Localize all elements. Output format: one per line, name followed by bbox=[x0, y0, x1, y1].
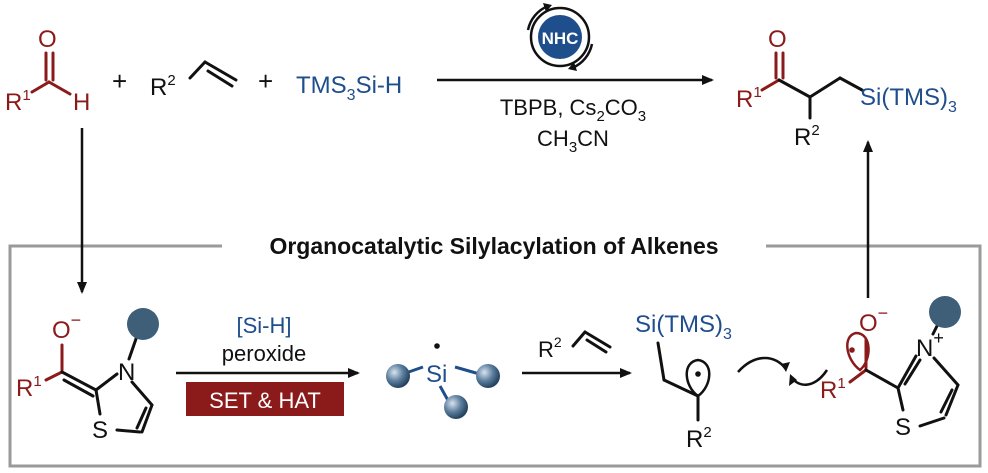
c2-n-bond bbox=[896, 354, 918, 390]
product-alpha-bond bbox=[777, 78, 812, 99]
plus-sign-2: + bbox=[258, 66, 273, 96]
thiazolium-ring-4 bbox=[918, 416, 946, 428]
thiazolium-n: N+ bbox=[916, 328, 944, 362]
plus-sign-1: + bbox=[112, 66, 127, 96]
enolate-r1-label: R1 bbox=[16, 373, 42, 402]
nhc-label: NHC bbox=[542, 29, 579, 48]
mechanism-box: Organocatalytic Silylacylation of Alkene… bbox=[8, 233, 982, 468]
box-title: Organocatalytic Silylacylation of Alkene… bbox=[269, 233, 718, 259]
product-oxygen: O bbox=[768, 26, 787, 53]
set-hat-badge bbox=[186, 382, 344, 416]
thiazolium-ring-double bbox=[939, 388, 954, 414]
silyl-radical: Si bbox=[386, 343, 500, 419]
ketyl-r1-label: R1 bbox=[820, 375, 846, 404]
p-orbital-lobe bbox=[685, 358, 711, 398]
thiazolium-s: S bbox=[895, 414, 911, 441]
radical-si-bond bbox=[656, 341, 666, 382]
radical-ch2-bond bbox=[662, 378, 700, 398]
thiazolium-substituent-ball bbox=[929, 296, 961, 328]
alkene-reagent-double-bond-2 bbox=[585, 338, 608, 354]
r2-label: R2 bbox=[150, 72, 176, 101]
radical-electron-dot bbox=[695, 371, 701, 377]
enolate-r1-bond bbox=[44, 370, 64, 382]
alkene-double-bond-2 bbox=[206, 69, 234, 88]
thiazole-s: S bbox=[92, 417, 108, 444]
alkene-bond bbox=[188, 60, 207, 80]
si-radical-label: Si bbox=[426, 361, 447, 388]
r1-bond bbox=[30, 80, 51, 94]
set-hat-label: SET & HAT bbox=[209, 388, 321, 413]
ketyl-oxygen: O− bbox=[859, 303, 888, 337]
ring-bond-2 bbox=[130, 380, 154, 407]
thiazolium-ring-3 bbox=[896, 386, 905, 412]
tms-ball-left bbox=[386, 364, 410, 388]
c2-n-double-bond bbox=[903, 358, 922, 386]
alkene-structure: R2 bbox=[150, 60, 238, 101]
ketyl-radical-intermediate: O− R1 N+ S bbox=[820, 296, 961, 441]
enol-double-bond bbox=[60, 370, 98, 392]
carbon-radical: Si(TMS)3 R2 bbox=[635, 311, 732, 453]
tms-ball-bottom bbox=[444, 395, 468, 419]
breslow-intermediate: O− R1 N S bbox=[16, 308, 159, 444]
alkene-reagent-double-bond bbox=[583, 330, 612, 349]
conditions-line-1: TBPB, Cs2CO3 bbox=[500, 95, 646, 125]
product-r2-label: R2 bbox=[794, 122, 820, 151]
product-r1-bond bbox=[760, 78, 781, 92]
silane-label: TMS3Si-H bbox=[296, 72, 402, 104]
ring-bond-3 bbox=[140, 403, 154, 434]
ketyl-c2-bond bbox=[864, 368, 900, 390]
product-si-bond bbox=[838, 76, 864, 92]
h-bond bbox=[47, 80, 72, 96]
radical-si-label: Si(TMS)3 bbox=[635, 311, 732, 343]
nhc-substituent-ball bbox=[127, 308, 159, 340]
product-ch2-bond bbox=[808, 76, 842, 99]
aldehyde-structure: O R1 H bbox=[5, 26, 90, 116]
ketyl-r1-bond bbox=[848, 368, 868, 384]
alkene-reagent-bond bbox=[571, 330, 587, 348]
ketyl-electron-dot bbox=[849, 347, 855, 353]
alkene-double-bond bbox=[203, 60, 238, 82]
alkene-reagent-label: R2 bbox=[538, 334, 562, 362]
r1-label: R1 bbox=[5, 87, 31, 116]
reagent-label: [Si-H] bbox=[237, 313, 292, 338]
thiazole-n: N bbox=[118, 359, 135, 386]
ring-bond-1 bbox=[94, 372, 119, 392]
enol-double-bond-2 bbox=[62, 378, 95, 398]
product-si-label: Si(TMS)3 bbox=[860, 84, 957, 116]
product-structure: O R1 Si(TMS)3 R2 bbox=[736, 26, 957, 151]
thiazolium-ring-2 bbox=[944, 383, 960, 417]
curved-arrow-2-head bbox=[789, 374, 797, 386]
ring-bond-5 bbox=[115, 428, 142, 434]
oxidant-label: peroxide bbox=[222, 341, 306, 366]
product-r1-label: R1 bbox=[736, 84, 762, 113]
radical-dot bbox=[434, 343, 440, 349]
tms-ball-right bbox=[476, 364, 500, 388]
curved-arrow-1-head bbox=[781, 362, 790, 372]
conditions-line-2: CH3CN bbox=[537, 126, 609, 156]
ring-double-bond bbox=[135, 406, 148, 430]
nhc-catalyst-badge: NHC bbox=[526, 3, 594, 71]
curved-arrow-1 bbox=[737, 356, 786, 373]
enolate-oxygen: O− bbox=[52, 310, 81, 344]
aldehyde-h: H bbox=[73, 89, 90, 116]
radical-r2-label: R2 bbox=[686, 424, 712, 453]
ring-bond-4 bbox=[94, 388, 102, 416]
aldehyde-oxygen: O bbox=[38, 26, 57, 53]
thiazolium-ring-1 bbox=[932, 356, 960, 387]
n-substituent-bond bbox=[127, 334, 139, 361]
